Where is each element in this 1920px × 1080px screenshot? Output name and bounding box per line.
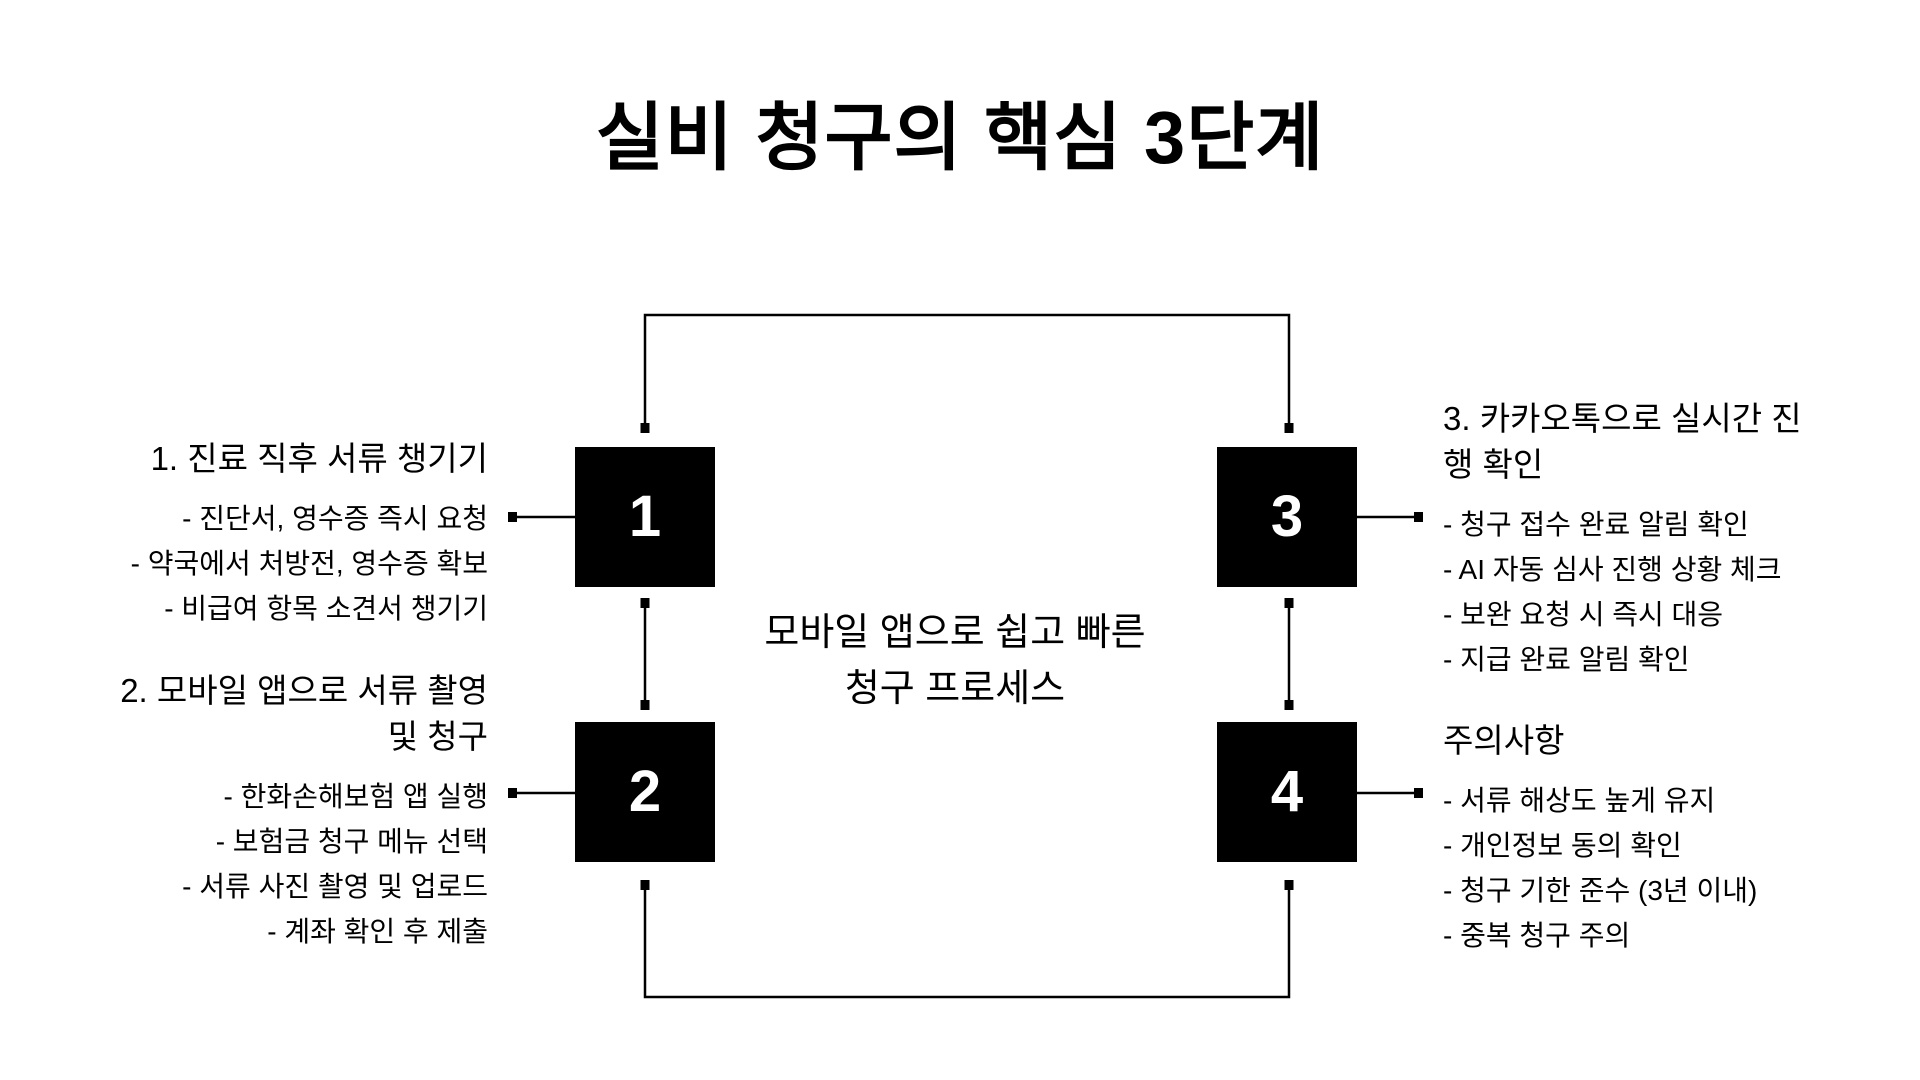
step-number-1: 1 (628, 484, 662, 549)
section-step-1: 1. 진료 직후 서류 챙기기 - 진단서, 영수증 즉시 요청 - 약국에서 … (40, 436, 488, 631)
list-item: - 한화손해보험 앱 실행 (223, 781, 488, 812)
right-vertical-endpoint-bottom (1284, 700, 1294, 710)
top-loop-endpoint-right (1284, 423, 1294, 433)
step1-stub-endpoint (508, 512, 517, 522)
section-cautions: 주의사항 - 서류 해상도 높게 유지 - 개인정보 동의 확인 - 청구 기한… (1443, 718, 1903, 958)
list-item: - 청구 기한 준수 (3년 이내) (1443, 875, 1758, 906)
step-number-2: 2 (628, 759, 662, 824)
list-item: - 보완 요청 시 즉시 대응 (1443, 599, 1724, 630)
bottom-loop-endpoint-left (640, 880, 650, 890)
list-item: - 비급여 항목 소견서 챙기기 (164, 593, 488, 624)
section-3-title-line: 3. 카카오톡으로 실시간 진 (1443, 400, 1802, 437)
left-vertical-endpoint-bottom (640, 700, 650, 710)
step-number-3: 3 (1270, 484, 1304, 549)
center-note-line-2: 청구 프로세스 (844, 668, 1066, 710)
section-3-items: - 청구 접수 완료 알림 확인 - AI 자동 심사 진행 상황 체크 - 보… (1443, 502, 1903, 682)
list-item: - 서류 해상도 높게 유지 (1443, 785, 1716, 816)
step-box-4: 4 (1217, 722, 1357, 862)
list-item: - 지급 완료 알림 확인 (1443, 644, 1690, 675)
center-note-line-1: 모바일 앱으로 쉽고 빠른 (764, 612, 1146, 654)
section-1-title: 1. 진료 직후 서류 챙기기 (40, 436, 488, 482)
section-4-title-line: 주의사항 (1443, 722, 1565, 759)
list-item: - 보험금 청구 메뉴 선택 (215, 826, 488, 857)
section-4-title: 주의사항 (1443, 718, 1903, 764)
section-3-title: 3. 카카오톡으로 실시간 진 행 확인 (1443, 396, 1903, 488)
section-3-title-line: 행 확인 (1443, 446, 1544, 483)
list-item: - 개인정보 동의 확인 (1443, 830, 1682, 861)
section-1-title-line: 1. 진료 직후 서류 챙기기 (150, 440, 488, 477)
section-2-title-line: 및 청구 (387, 718, 488, 755)
left-vertical-endpoint-top (640, 598, 650, 608)
section-step-2: 2. 모바일 앱으로 서류 촬영 및 청구 - 한화손해보험 앱 실행 - 보험… (40, 668, 488, 954)
step-box-3: 3 (1217, 447, 1357, 587)
section-2-title-line: 2. 모바일 앱으로 서류 촬영 (120, 672, 488, 709)
list-item: - 약국에서 처방전, 영수증 확보 (130, 548, 488, 579)
list-item: - 계좌 확인 후 제출 (267, 916, 488, 947)
step3-stub-endpoint (1414, 512, 1423, 522)
section-1-items: - 진단서, 영수증 즉시 요청 - 약국에서 처방전, 영수증 확보 - 비급… (40, 496, 488, 631)
list-item: - 청구 접수 완료 알림 확인 (1443, 509, 1749, 540)
list-item: - AI 자동 심사 진행 상황 체크 (1443, 554, 1782, 585)
page-title: 실비 청구의 핵심 3단계 (595, 96, 1325, 179)
center-note: 모바일 앱으로 쉽고 빠른 청구 프로세스 (655, 605, 1255, 717)
list-item: - 서류 사진 촬영 및 업로드 (182, 871, 488, 902)
bottom-loop-endpoint-right (1284, 880, 1294, 890)
section-2-items: - 한화손해보험 앱 실행 - 보험금 청구 메뉴 선택 - 서류 사진 촬영 … (40, 774, 488, 954)
section-step-3: 3. 카카오톡으로 실시간 진 행 확인 - 청구 접수 완료 알림 확인 - … (1443, 396, 1903, 682)
list-item: - 진단서, 영수증 즉시 요청 (182, 503, 488, 534)
section-4-items: - 서류 해상도 높게 유지 - 개인정보 동의 확인 - 청구 기한 준수 (… (1443, 778, 1903, 958)
list-item: - 중복 청구 주의 (1443, 920, 1631, 951)
right-vertical-endpoint-top (1284, 598, 1294, 608)
top-loop-line (643, 313, 1291, 428)
step4-stub-endpoint (1414, 788, 1423, 798)
step2-stub-endpoint (508, 788, 517, 798)
top-loop-endpoint-left (640, 423, 650, 433)
step-box-1: 1 (575, 447, 715, 587)
step-box-2: 2 (575, 722, 715, 862)
bottom-loop-line (643, 884, 1291, 999)
section-2-title: 2. 모바일 앱으로 서류 촬영 및 청구 (40, 668, 488, 760)
step-number-4: 4 (1270, 759, 1304, 824)
